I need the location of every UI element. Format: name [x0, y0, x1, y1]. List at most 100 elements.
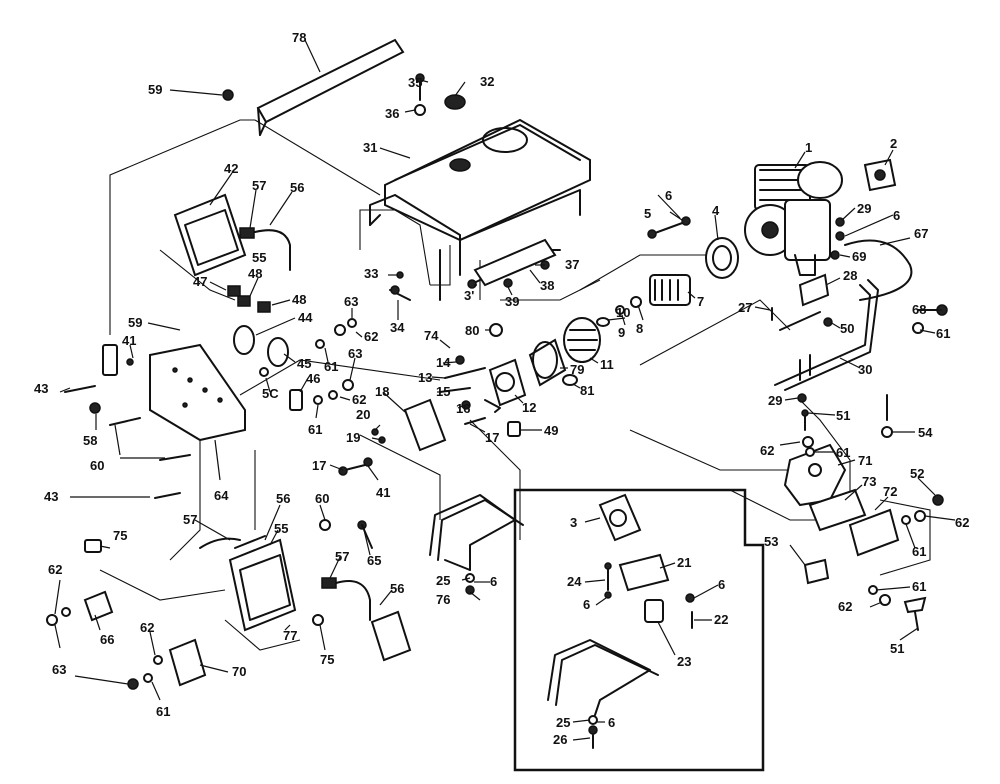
callout-56: 56 — [390, 581, 404, 596]
callout-36: 36 — [385, 106, 399, 121]
callout-70: 70 — [232, 664, 246, 679]
callout-34: 34 — [390, 320, 405, 335]
callout-78: 78 — [292, 30, 306, 45]
callout-16: 16 — [456, 401, 470, 416]
callout-4: 4 — [712, 203, 720, 218]
callout-3: 3 — [570, 515, 577, 530]
callout-61: 61 — [912, 544, 926, 559]
callout-81: 81 — [580, 383, 594, 398]
part-2-air-cleaner — [863, 158, 897, 192]
part-28-bracket — [798, 273, 830, 307]
callout-24: 24 — [567, 574, 582, 589]
part-46-breaker — [289, 389, 303, 411]
parts-17-41-lower-hardware — [338, 457, 373, 476]
callout-62: 62 — [352, 392, 366, 407]
part-53-vibration-mount — [803, 558, 830, 585]
callout-60: 60 — [315, 491, 329, 506]
callout-41: 41 — [122, 333, 136, 348]
callout-79: 79 — [570, 362, 584, 377]
part-55-bezel — [234, 535, 266, 549]
callout-60: 60 — [90, 458, 104, 473]
callout-6: 6 — [490, 574, 497, 589]
part-75-switch — [84, 539, 102, 553]
part-78-panel-strip — [256, 38, 405, 136]
callout-13: 13 — [418, 370, 432, 385]
parts-29-51-61-62-54-stack — [797, 393, 893, 457]
callout-62: 62 — [760, 443, 774, 458]
callout-2: 2 — [890, 136, 897, 151]
part-42-outlet-box — [173, 193, 247, 277]
callout-25: 25 — [436, 573, 450, 588]
callout-53: 53 — [764, 534, 778, 549]
callout-5: 5 — [644, 206, 651, 221]
part-81-cap — [562, 374, 578, 386]
callout-69: 69 — [852, 249, 866, 264]
part-32-fuel-cap — [444, 94, 466, 110]
callout-63: 63 — [344, 294, 358, 309]
callout-66: 66 — [100, 632, 114, 647]
callout-9: 9 — [618, 325, 625, 340]
callout-49: 49 — [544, 423, 558, 438]
inset-detail-box — [513, 488, 765, 772]
callout-67: 67 — [914, 226, 928, 241]
callout-28: 28 — [843, 268, 857, 283]
callout-8: 8 — [636, 321, 643, 336]
callout-10: 10 — [616, 305, 630, 320]
part-33-34-petcock — [389, 271, 411, 301]
part-79-housing — [528, 338, 567, 387]
part-59-screw — [222, 89, 234, 101]
callout-55: 55 — [252, 250, 266, 265]
callout-75: 75 — [320, 652, 334, 667]
callout-58: 58 — [83, 433, 97, 448]
callout-33: 33 — [364, 266, 378, 281]
part-4-fan-ring — [705, 237, 739, 279]
callout-51: 51 — [836, 408, 850, 423]
parts-19-20-hardware — [371, 428, 386, 444]
callout-50: 50 — [840, 321, 854, 336]
callout-6: 6 — [665, 188, 672, 203]
callout-72: 72 — [883, 484, 897, 499]
callout-6: 6 — [718, 577, 725, 592]
callout-17: 17 — [485, 430, 499, 445]
part-18-cover-plate — [403, 398, 447, 452]
callout-3-prime: 3' — [464, 288, 474, 303]
callout-61: 61 — [324, 359, 338, 374]
parts-61-62-63-panel-hardware — [259, 318, 357, 405]
callout-54: 54 — [918, 425, 933, 440]
callout-6: 6 — [583, 597, 590, 612]
callout-62: 62 — [140, 620, 154, 635]
callout-76: 76 — [436, 592, 450, 607]
callout-56: 56 — [290, 180, 304, 195]
callout-80: 80 — [465, 323, 479, 338]
part-44-receptacle — [233, 325, 255, 355]
inset-parts-24-6-22-hardware — [604, 562, 695, 629]
parts-13-14-15-16-hardware — [439, 355, 501, 413]
part-67-fuel-line — [844, 239, 913, 301]
callout-6: 6 — [608, 715, 615, 730]
part-64-panel-plate — [149, 343, 246, 442]
callout-61: 61 — [936, 326, 950, 341]
callout-41: 41 — [376, 485, 390, 500]
inset-part-3-control-unit — [598, 493, 642, 542]
callout-64: 64 — [214, 488, 229, 503]
callout-39: 39 — [505, 294, 519, 309]
callout-57: 57 — [252, 178, 266, 193]
parts-43-58-60-screws — [64, 385, 191, 499]
inset-part-21-bracket — [618, 553, 670, 592]
part-57-56-lower-wiring — [199, 537, 371, 621]
callout-21: 21 — [677, 555, 691, 570]
part-66-bracket — [83, 590, 114, 622]
part-56-idle-control — [370, 610, 412, 662]
callout-45: 45 — [297, 356, 311, 371]
part-17-screw — [464, 417, 486, 425]
callout-11: 11 — [600, 357, 614, 372]
parts-25-6-76-hardware — [465, 573, 475, 595]
part-31-fuel-tank — [369, 118, 591, 301]
parts-60-65-75-hardware — [312, 519, 373, 626]
callout-62: 62 — [955, 515, 969, 530]
callout-6: 6 — [893, 208, 900, 223]
callout-42: 42 — [224, 161, 238, 176]
parts-52-62-61-right-hardware — [868, 494, 944, 606]
callout-75: 75 — [113, 528, 127, 543]
